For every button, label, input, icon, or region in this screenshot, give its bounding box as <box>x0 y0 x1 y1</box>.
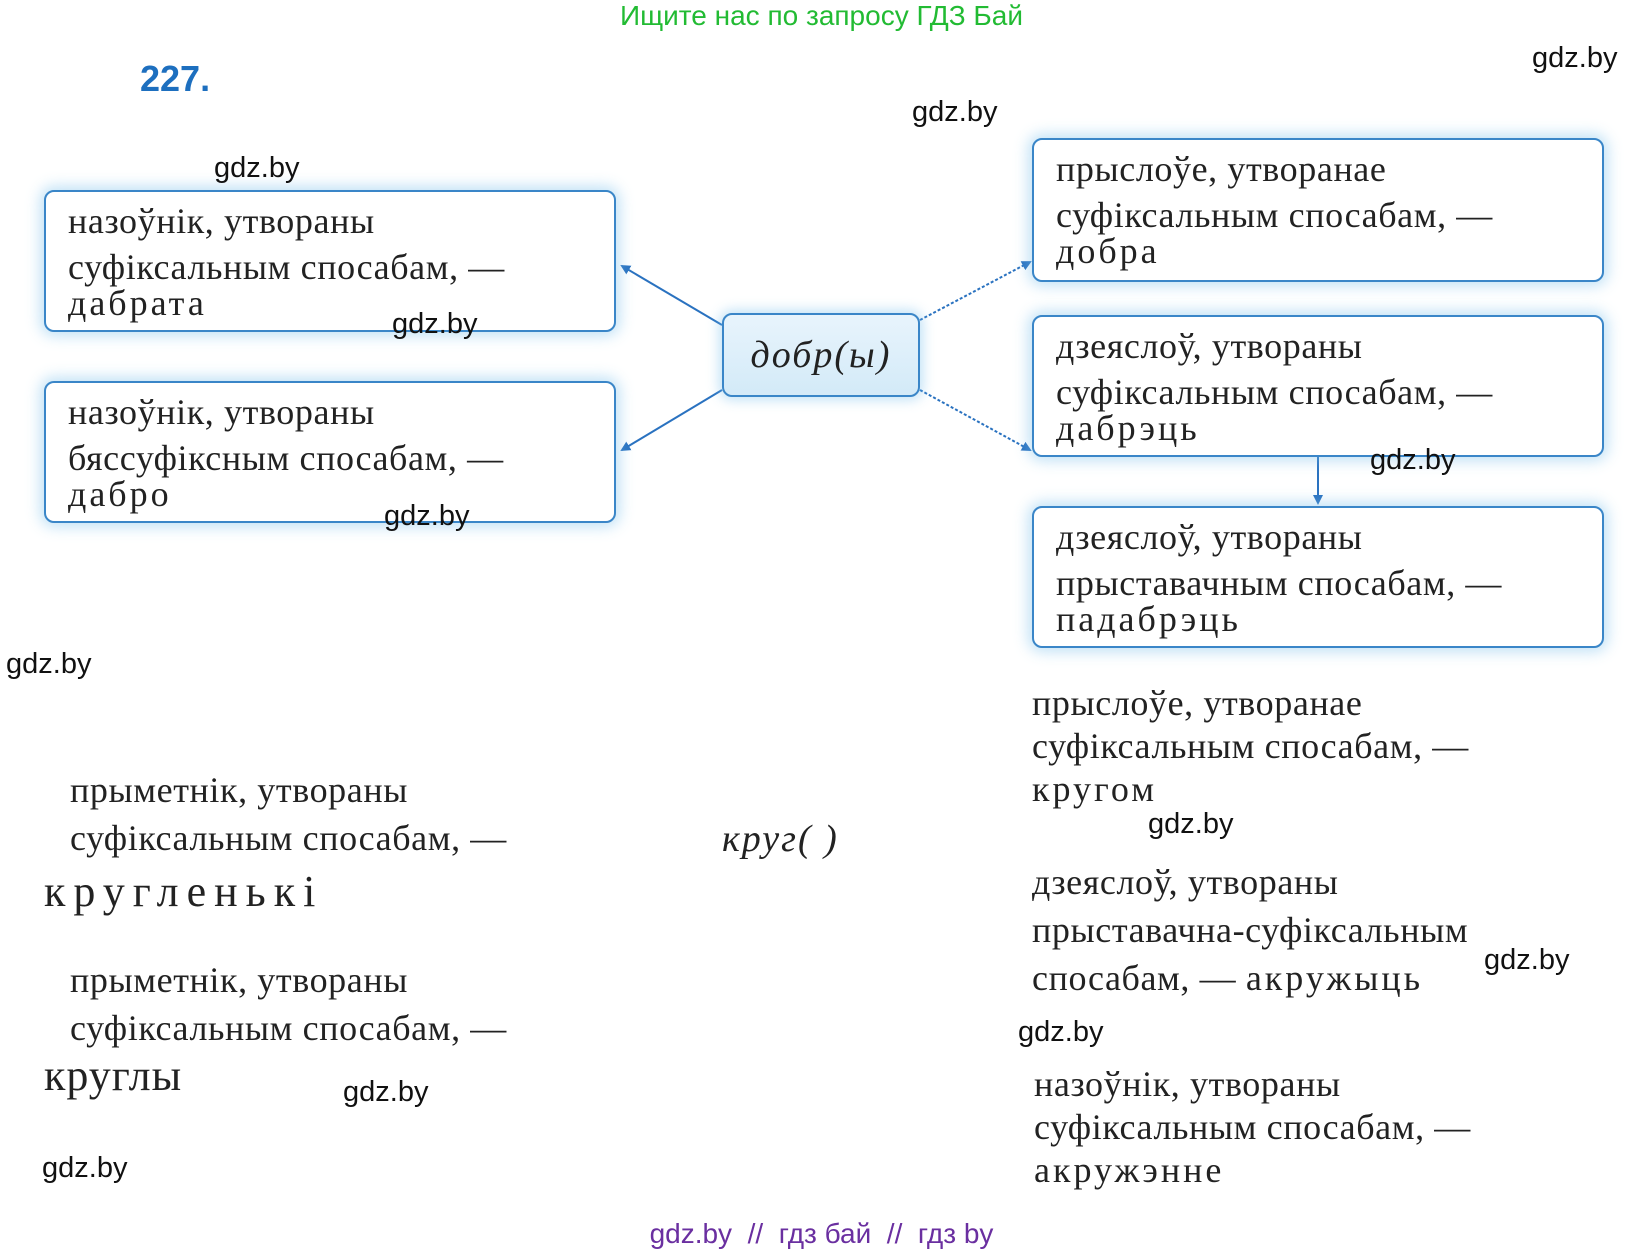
derived-word: падабрэць <box>1056 599 1241 639</box>
root-word-krug: круг( ) <box>722 818 839 860</box>
footer-links[interactable]: gdz.by // гдз бай // гдз by <box>649 1218 994 1249</box>
arrow-to-dobra <box>919 261 1032 321</box>
arrow-to-dabrets <box>919 389 1032 451</box>
box-line1: прыслоўе, утворанае <box>1056 149 1387 189</box>
box-adverb-dobra: прыслоўе, утворанае суфіксальным спосаба… <box>1032 138 1604 282</box>
box-verb-dabrets: дзеяслоў, утвораны суфіксальным спосабам… <box>1032 315 1604 457</box>
box-line2: суфіксальным спосабам, — <box>1056 195 1493 235</box>
item-line2: суфіксальным спосабам, — <box>70 1008 507 1048</box>
watermark: gdz.by <box>384 500 470 532</box>
exercise-number: 227. <box>140 58 211 99</box>
item-adjective-krugly: прыметнік, утвораны суфіксальным спосаба… <box>70 956 507 1052</box>
watermark: gdz.by <box>392 308 478 340</box>
box-line2: бяссуфіксным спосабам, — <box>68 438 504 478</box>
watermark: gdz.by <box>1018 1016 1104 1048</box>
box-noun-dabro: назоўнік, утвораны бяссуфіксным спосабам… <box>44 381 616 523</box>
watermark: gdz.by <box>42 1152 128 1184</box>
item-adverb-krugom: прыслоўе, утворанае суфіксальным спосаба… <box>1032 682 1469 811</box>
answer-word-krugly: круглы <box>44 1051 183 1100</box>
derived-word: дабрэць <box>1056 408 1200 448</box>
item-line2: суфіксальным спосабам, — <box>1034 1107 1471 1147</box>
box-line1: дзеяслоў, утвораны <box>1056 517 1363 557</box>
item-line1: дзеяслоў, утвораны <box>1032 862 1339 902</box>
item-line3: спосабам, — <box>1032 958 1237 998</box>
box-line2: суфіксальным спосабам, — <box>1056 372 1493 412</box>
item-adjective-kruglenki: прыметнік, утвораны суфіксальным спосаба… <box>70 766 507 862</box>
derived-word: добра <box>1056 231 1160 271</box>
watermark: gdz.by <box>1370 444 1456 476</box>
item-verb-akruzhyts: дзеяслоў, утвораны прыставачна-суфіксаль… <box>1032 858 1468 1002</box>
watermark: gdz.by <box>6 648 92 680</box>
box-line2: прыставачным спосабам, — <box>1056 563 1502 603</box>
item-line1: прыметнік, утвораны <box>70 770 409 810</box>
box-line1: назоўнік, утвораны <box>68 392 375 432</box>
box-line1: назоўнік, утвораны <box>68 201 375 241</box>
box-verb-padabrets: дзеяслоў, утвораны прыставачным спосабам… <box>1032 506 1604 648</box>
box-noun-dabrata: назоўнік, утвораны суфіксальным спосабам… <box>44 190 616 332</box>
item-noun-akruzhenne: назоўнік, утвораны суфіксальным спосабам… <box>1034 1063 1471 1192</box>
arrow-to-dabro <box>620 389 723 452</box>
watermark: gdz.by <box>214 152 300 184</box>
answer-word-akruzhyts: акружыць <box>1245 958 1424 998</box>
top-banner[interactable]: Ищите нас по запросу ГДЗ Бай <box>619 0 1024 31</box>
item-line2: суфіксальным спосабам, — <box>1032 726 1469 766</box>
derived-word: дабро <box>68 474 172 514</box>
root-box: добр(ы) <box>722 313 920 397</box>
answer-word-akruzhenne: акружэнне <box>1034 1150 1225 1190</box>
watermark: gdz.by <box>1148 808 1234 840</box>
derived-word: дабрата <box>68 283 207 323</box>
item-line1: назоўнік, утвораны <box>1034 1064 1341 1104</box>
item-line2: суфіксальным спосабам, — <box>70 818 507 858</box>
arrow-to-dabrata <box>620 264 723 326</box>
item-line1: прыметнік, утвораны <box>70 960 409 1000</box>
watermark: gdz.by <box>343 1076 429 1108</box>
watermark: gdz.by <box>912 96 998 128</box>
box-line1: дзеяслоў, утвораны <box>1056 326 1363 366</box>
item-line2: прыставачна-суфіксальным <box>1032 910 1469 950</box>
item-line1: прыслоўе, утворанае <box>1032 683 1363 723</box>
box-line2: суфіксальным спосабам, — <box>68 247 505 287</box>
answer-word-krugom: кругом <box>1032 769 1157 809</box>
watermark: gdz.by <box>1532 42 1618 74</box>
answer-word-kruglenki: кругленькі <box>44 867 324 916</box>
root-word: добр(ы) <box>750 334 892 376</box>
watermark: gdz.by <box>1484 944 1570 976</box>
